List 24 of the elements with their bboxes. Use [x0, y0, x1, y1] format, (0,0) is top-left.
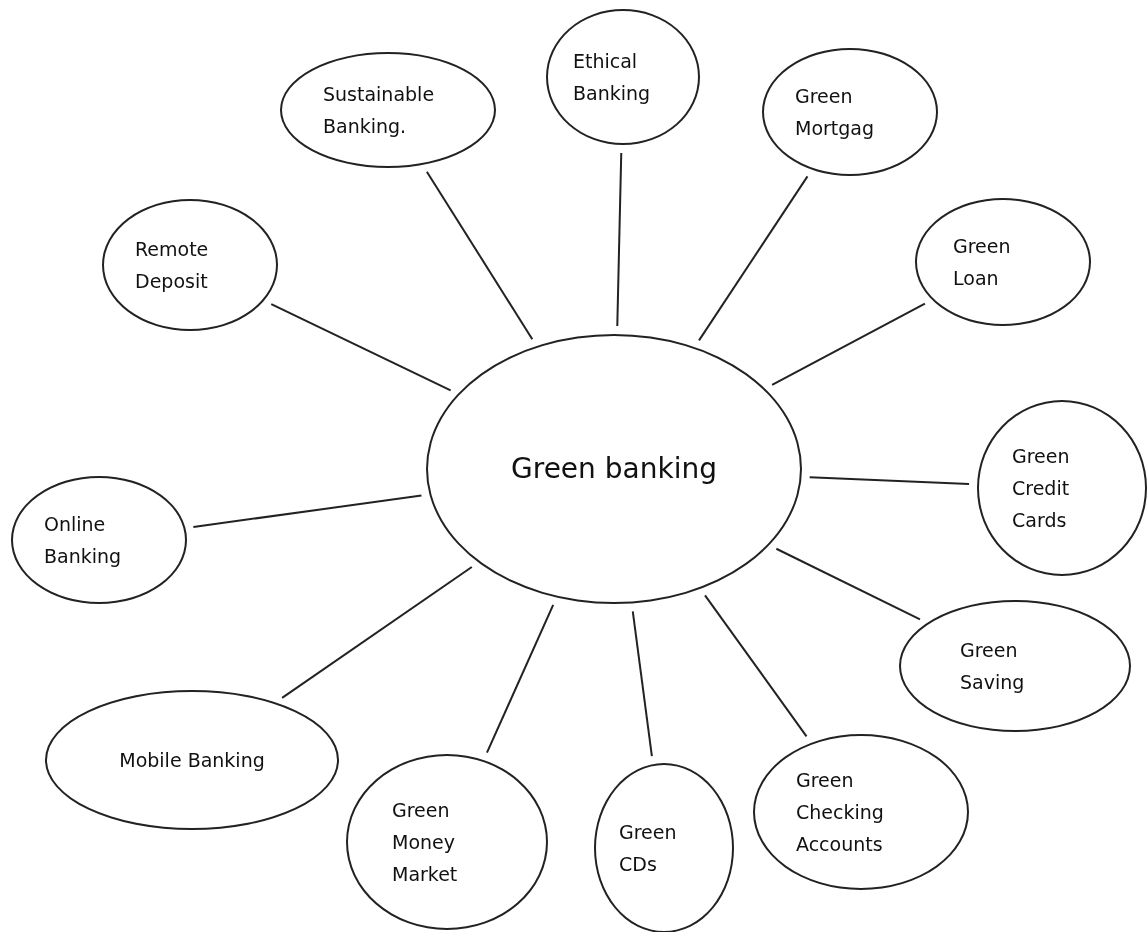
connector-line: [192, 494, 423, 528]
node-label: Mobile Banking: [119, 747, 265, 773]
node-label: Green Credit Cards: [1012, 443, 1071, 534]
node-label: Green banking: [511, 451, 717, 488]
node-label: Remote Deposit: [135, 236, 210, 294]
node-label: Sustainable Banking.: [323, 81, 436, 139]
connector-line: [425, 170, 534, 341]
node-label: Green Saving: [960, 637, 1026, 695]
connector-line: [616, 152, 623, 327]
node-label: Green Money Market: [392, 797, 459, 888]
connector-line: [775, 547, 921, 621]
connector-line: [270, 303, 452, 392]
connector-line: [704, 594, 808, 738]
node-label: Ethical Banking: [573, 48, 652, 106]
connector-line: [281, 566, 473, 699]
node-label: Green CDs: [619, 819, 678, 877]
connector-line: [485, 603, 555, 754]
node-label: Green Mortgag: [795, 83, 876, 141]
node-label: Online Banking: [44, 511, 123, 569]
node-label: Green Checking Accounts: [796, 767, 885, 858]
connector-line: [631, 610, 653, 758]
connector-line: [808, 476, 971, 486]
node-label: Green Loan: [953, 233, 1012, 291]
connector-line: [771, 302, 926, 386]
